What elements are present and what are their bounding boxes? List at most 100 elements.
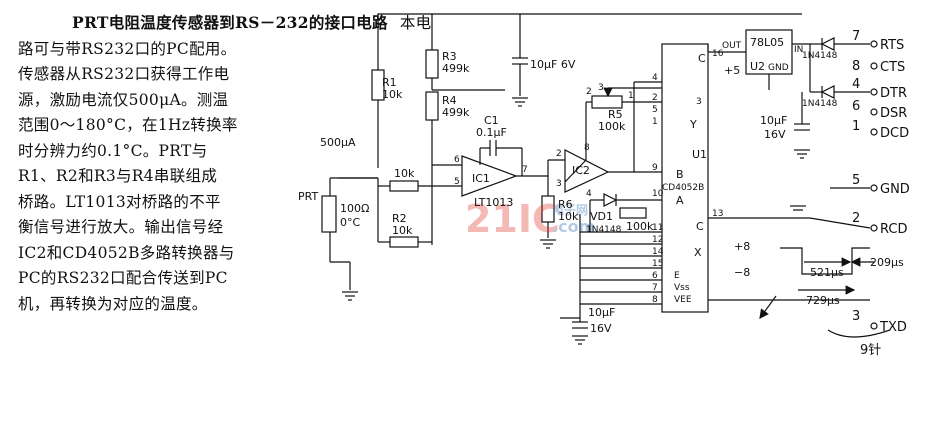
c1-value: 0.1μF bbox=[476, 126, 507, 139]
u1-pin5: 5 bbox=[652, 105, 658, 115]
r1-name: R1 bbox=[382, 76, 397, 89]
pot2-resistor bbox=[619, 207, 647, 219]
watermark-domain: .com bbox=[552, 217, 595, 236]
r-in-resistor bbox=[389, 180, 419, 192]
d-top-part: 1N4148 bbox=[802, 51, 838, 61]
current-label: 500μA bbox=[320, 136, 356, 149]
desc-line-first: 本电 bbox=[399, 14, 432, 32]
r1-value: 10k bbox=[382, 88, 403, 101]
conn-txd: TXD bbox=[879, 320, 907, 335]
u1-pin16: 16 bbox=[712, 49, 724, 59]
ic1-part: LT1013 bbox=[474, 196, 513, 209]
conn-n4: 4 bbox=[852, 77, 860, 92]
pin-rts bbox=[870, 40, 878, 48]
description-column: PRT电阻温度传感器到RS－232的接口电路本电 路可与带RS232口的PC配用… bbox=[18, 10, 431, 317]
c-mid-voltage: 16V bbox=[764, 128, 786, 141]
ic2-pin8: 8 bbox=[584, 143, 590, 153]
u1-pin6: 6 bbox=[652, 271, 658, 281]
conn-n2: 2 bbox=[852, 211, 860, 226]
c-top-label: 10μF 6V bbox=[530, 58, 576, 71]
ic2-name: IC2 bbox=[572, 164, 590, 177]
ic2-pin2: 2 bbox=[556, 149, 562, 159]
r5-pin3: 3 bbox=[598, 83, 604, 93]
pin-cts bbox=[870, 62, 878, 70]
ic1-name: IC1 bbox=[472, 172, 490, 185]
mux-b: B bbox=[676, 168, 684, 181]
desc-title: PRT电阻温度传感器到RS－232的接口电路 bbox=[72, 13, 388, 32]
vd1-diode bbox=[603, 193, 618, 207]
mux-c-top: C bbox=[698, 52, 706, 65]
pin-dsr bbox=[870, 108, 878, 116]
u1-name: U1 bbox=[692, 148, 707, 161]
pin-dtr bbox=[870, 88, 878, 96]
desc-line-2: 传感器从RS232口获得工作电 bbox=[18, 65, 230, 83]
timing-t1: 521μs bbox=[810, 266, 844, 279]
d-mid-diode bbox=[820, 85, 835, 99]
vd1-name: VD1 bbox=[590, 210, 613, 223]
ic2-pin4: 4 bbox=[586, 189, 592, 199]
u1-pin8: 8 bbox=[652, 295, 658, 305]
d-mid-part: 1N4148 bbox=[802, 99, 838, 109]
watermark-main: 21IC bbox=[465, 197, 560, 241]
u1-part: CD4052B bbox=[662, 183, 704, 193]
desc-line-7: 桥路。LT1013对桥路的不平 bbox=[18, 192, 221, 211]
desc-line-5: 时分辨力约0.1°C。PRT与 bbox=[18, 141, 208, 160]
pin-dcd bbox=[870, 128, 878, 136]
pin-rcd bbox=[870, 224, 878, 232]
u1-pin11: 11 bbox=[652, 223, 663, 233]
u1-pin2: 2 bbox=[652, 93, 658, 103]
mux-c-out: C bbox=[696, 220, 704, 233]
r6-value: 10k bbox=[558, 210, 579, 223]
reg-in-label: IN bbox=[794, 45, 803, 55]
conn-dtr: DTR bbox=[880, 86, 907, 101]
u1-multiplexer bbox=[661, 43, 709, 313]
u1-pin7: 7 bbox=[652, 283, 658, 293]
u1-pin12: 12 bbox=[652, 235, 663, 245]
u1-pin4: 4 bbox=[652, 73, 658, 83]
reg-gnd-label: GND bbox=[768, 63, 789, 73]
r-in-value: 10k bbox=[394, 167, 415, 180]
u1-pin10: 10 bbox=[652, 189, 664, 199]
desc-line-11: 机，再转换为对应的温度。 bbox=[18, 294, 208, 313]
mux-vss: Vss bbox=[674, 283, 690, 293]
reg-part: 78L05 bbox=[750, 36, 784, 49]
conn-gnd: GND bbox=[880, 182, 910, 197]
r2-value: 10k bbox=[392, 224, 413, 237]
pot2-value: 100k bbox=[626, 220, 654, 233]
u1-pin1: 1 bbox=[652, 117, 658, 127]
desc-line-3: 源，激励电流仅500μA。测温 bbox=[18, 90, 229, 109]
r5-name: R5 bbox=[608, 108, 623, 121]
u1-pin3: 3 bbox=[696, 97, 702, 107]
timing-pos: +8 bbox=[734, 240, 750, 253]
desc-line-0: PRT电阻温度传感器到RS－232的接口电路本电 bbox=[18, 10, 431, 37]
prt-label: PRT bbox=[298, 190, 318, 203]
pin-gnd bbox=[870, 184, 878, 192]
r3-name: R3 bbox=[442, 50, 457, 63]
conn-n1: 1 bbox=[852, 119, 860, 134]
conn-cts: CTS bbox=[880, 60, 905, 75]
c-bot-label: 10μF bbox=[588, 306, 615, 319]
c-mid-label: 10μF bbox=[760, 114, 787, 127]
wires bbox=[321, 13, 891, 338]
d-top-diode bbox=[820, 37, 835, 51]
conn-rts: RTS bbox=[880, 38, 904, 53]
conn-n3: 3 bbox=[852, 309, 860, 324]
c-bot-voltage: 16V bbox=[590, 322, 612, 335]
desc-line-4: 范围0～180°C，在1Hz转换率 bbox=[18, 116, 238, 134]
r5-pin1: 1 bbox=[628, 91, 634, 101]
desc-line-10: PC的RS232口配合传送到PC bbox=[18, 269, 228, 287]
mux-y: Y bbox=[689, 118, 697, 131]
mux-a: A bbox=[676, 194, 684, 207]
conn-n5: 5 bbox=[852, 173, 860, 188]
desc-line-6: R1、R2和R3与R4串联组成 bbox=[18, 167, 218, 185]
watermark: 21IC 电子网 .com bbox=[465, 197, 595, 241]
r2-resistor bbox=[389, 236, 419, 248]
watermark-sub: 电子网 bbox=[552, 202, 588, 217]
ic2-opamp bbox=[564, 149, 610, 193]
prt-value: 100Ω bbox=[340, 202, 369, 215]
conn-dcd: DCD bbox=[880, 126, 909, 141]
ic1-pin6: 6 bbox=[454, 155, 460, 165]
connector-pins bbox=[870, 40, 878, 330]
r3-resistor bbox=[425, 49, 439, 79]
timing-neg: −8 bbox=[734, 266, 750, 279]
